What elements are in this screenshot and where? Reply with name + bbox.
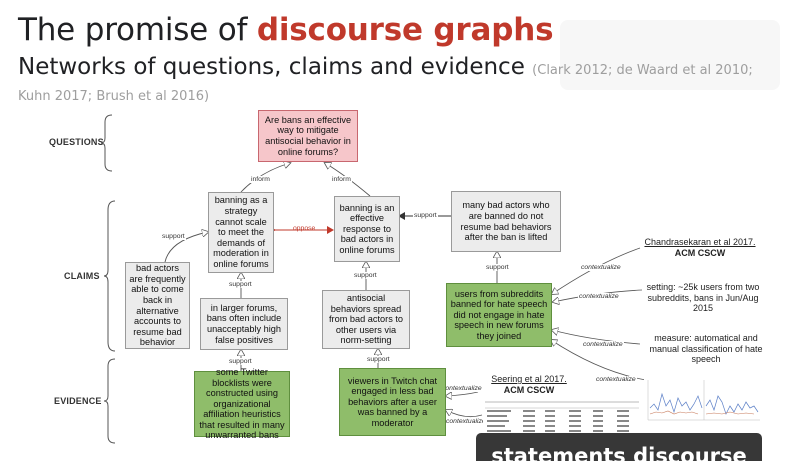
slide-subtitle: Networks of questions, claims and eviden…: [18, 54, 778, 106]
edge-contextualize-5: [446, 391, 479, 396]
edge-label-support-come-back: support: [161, 233, 186, 240]
claim-cannot-scale-node: banning as a strategy cannot scale to me…: [208, 192, 274, 273]
claim-no-resume-node: many bad actors who are banned do not re…: [451, 191, 561, 252]
edge-label-support-subreddits: support: [485, 264, 510, 271]
subtitle-citation: (Clark 2012; de Waard et al 2010; Kuhn 2…: [18, 63, 753, 104]
row-label-claims: CLAIMS: [64, 271, 100, 281]
row-label-questions: QUESTIONS: [49, 137, 104, 147]
edge-label-inform-left: inform: [250, 176, 271, 183]
evidence-twitch-node: viewers in Twitch chat engaged in less b…: [339, 368, 446, 436]
claim-effective-node: banning is an effective response to bad …: [334, 196, 400, 262]
chandrasekaran-venue: ACM CSCW: [674, 247, 726, 258]
brace-questions: [100, 114, 113, 172]
edge-label-support-blocklists: support: [228, 358, 253, 365]
seering-venue: ACM CSCW: [503, 384, 555, 395]
edge-label-support-no-resume: support: [413, 212, 438, 219]
chandrasekaran-citation: Chandrasekaran et al 2017. ACM CSCW: [640, 237, 760, 258]
caption-overlay: statements discourse: [476, 433, 762, 461]
setting-note: setting: ~25k users from two subreddits,…: [646, 282, 760, 314]
claim-norm-setting-node: antisocial behaviors spread from bad act…: [322, 290, 410, 349]
subtitle-main: Networks of questions, claims and eviden…: [18, 54, 533, 80]
edge-label-support-false-pos: support: [228, 281, 253, 288]
edge-label-contextualize-2: contextualize: [578, 293, 620, 300]
figure-thumbnail-table: [483, 396, 641, 440]
edge-label-support-norm: support: [353, 272, 378, 279]
edge-label-inform-right: inform: [331, 176, 352, 183]
edge-label-contextualize-6: contextualize: [445, 418, 487, 425]
background-decoration: [560, 20, 780, 90]
edge-label-contextualize-3: contextualize: [582, 341, 624, 348]
question-node: Are bans an effective way to mitigate an…: [258, 110, 358, 162]
chandrasekaran-name: Chandrasekaran et al 2017.: [644, 237, 756, 247]
seering-citation: Seering et al 2017. ACM CSCW: [481, 374, 577, 395]
edge-contextualize-6: [446, 410, 483, 418]
claim-false-positives-node: in larger forums, bans often include una…: [200, 298, 288, 350]
edge-label-oppose: oppose: [293, 225, 316, 232]
edge-label-contextualize-5: contextualize: [441, 385, 483, 392]
claim-come-back-node: bad actors are frequently able to come b…: [125, 262, 190, 349]
edge-contextualize-1: [552, 247, 641, 294]
evidence-subreddits-node: users from subreddits banned for hate sp…: [446, 283, 552, 347]
title-accent: discourse graphs: [256, 12, 554, 48]
evidence-blocklists-node: some Twitter blocklists were constructed…: [194, 367, 290, 440]
figure-thumbnail-plot: [644, 376, 764, 424]
seering-name: Seering et al 2017.: [491, 374, 567, 384]
measure-note: measure: automatical and manual classifi…: [649, 333, 763, 365]
edge-label-contextualize-1: contextualize: [580, 264, 622, 271]
edge-label-contextualize-4: contextualize: [595, 376, 637, 383]
slide-title: The promise of discourse graphs: [18, 12, 554, 48]
edge-label-support-twitch: support: [366, 356, 391, 363]
title-prefix: The promise of: [18, 12, 257, 48]
brace-claims: [103, 200, 116, 352]
row-label-evidence: EVIDENCE: [54, 396, 102, 406]
brace-evidence: [103, 358, 116, 444]
